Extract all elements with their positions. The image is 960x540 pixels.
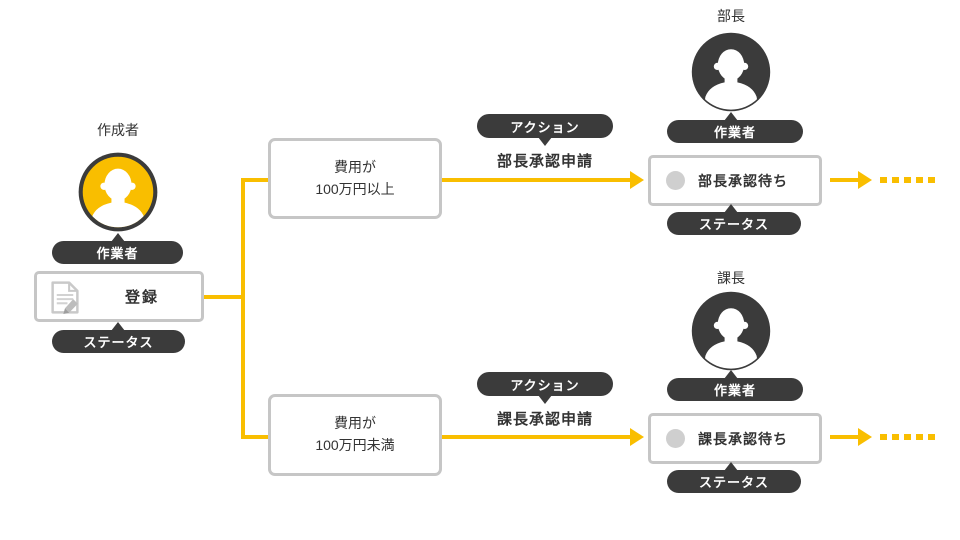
pointer-up-icon: [111, 322, 125, 331]
pointer-down-icon: [538, 395, 552, 404]
person-icon: [78, 152, 158, 232]
approver-bottom-title: 課長: [717, 270, 745, 286]
connector-bottom-exit: [830, 435, 858, 439]
approver-top-avatar: [691, 32, 771, 112]
register-label: 登録: [124, 289, 159, 306]
connector-bottom-flow: [442, 435, 630, 439]
action-text-bottom: 課長承認申請: [496, 411, 593, 428]
creator-role-pill: 作業者: [52, 241, 183, 264]
approver-bottom-avatar: [691, 291, 771, 371]
condition-box-over: 費用が 100万円以上: [268, 138, 442, 219]
action-tag-bottom: アクション: [510, 377, 580, 393]
arrowhead-top-exit-icon: [858, 171, 872, 189]
person-icon: [691, 291, 771, 371]
approver-top-status-tag: ステータス: [698, 217, 769, 232]
pointer-up-icon: [111, 233, 125, 242]
pointer-up-icon: [724, 204, 738, 213]
status-label-bottom: 課長承認待ち: [698, 430, 788, 447]
approver-top-status-pill: ステータス: [667, 212, 801, 235]
connector-top-exit: [830, 178, 858, 182]
action-text-top: 部長承認申請: [496, 153, 593, 170]
pointer-down-icon: [538, 137, 552, 146]
connector-top-flow: [442, 178, 630, 182]
arrowhead-bottom-icon: [630, 428, 644, 446]
condition-under-line2: 100万円未満: [315, 437, 395, 453]
condition-under-line1: 費用が: [334, 415, 376, 432]
creator-status-pill: ステータス: [52, 330, 185, 353]
approver-bottom-role-label: 作業者: [713, 383, 756, 398]
condition-over-line2: 100万円以上: [315, 180, 395, 197]
action-tag-top: アクション: [510, 119, 580, 135]
condition-over-line1: 費用が: [334, 158, 376, 175]
arrowhead-bottom-exit-icon: [858, 428, 872, 446]
person-icon: [691, 32, 771, 112]
creator-avatar: [77, 151, 159, 233]
status-box-bottom: 課長承認待ち: [648, 413, 822, 464]
connector-register-out: [203, 295, 245, 299]
status-dot-icon: [666, 171, 685, 190]
condition-box-under: 費用が 100万円未満: [268, 394, 442, 476]
dotted-continuation-top: [880, 177, 935, 183]
connector-branch-bottom: [245, 435, 270, 439]
approver-top-title: 部長: [717, 8, 745, 24]
document-edit-icon: [51, 281, 79, 314]
pointer-up-icon: [724, 462, 738, 471]
approver-bottom-status-pill: ステータス: [667, 470, 801, 493]
connector-branch-vertical: [241, 178, 245, 439]
creator-title: 作成者: [97, 122, 139, 138]
status-box-top: 部長承認待ち: [648, 155, 822, 206]
creator-status-tag-label: ステータス: [83, 335, 154, 350]
register-status-box: 登録: [34, 271, 204, 322]
status-label-top: 部長承認待ち: [698, 172, 788, 189]
status-dot-icon: [666, 429, 685, 448]
approver-top-role-pill: 作業者: [667, 120, 803, 143]
approver-top-role-label: 作業者: [713, 125, 756, 140]
dotted-continuation-bottom: [880, 434, 935, 440]
approver-bottom-role-pill: 作業者: [667, 378, 803, 401]
pointer-up-icon: [724, 112, 738, 121]
action-pill-bottom: アクション: [477, 372, 613, 396]
arrowhead-top-icon: [630, 171, 644, 189]
connector-branch-top: [245, 178, 270, 182]
creator-role-label: 作業者: [96, 246, 139, 261]
approver-bottom-status-tag: ステータス: [698, 475, 769, 490]
action-pill-top: アクション: [477, 114, 613, 138]
pointer-up-icon: [724, 370, 738, 379]
